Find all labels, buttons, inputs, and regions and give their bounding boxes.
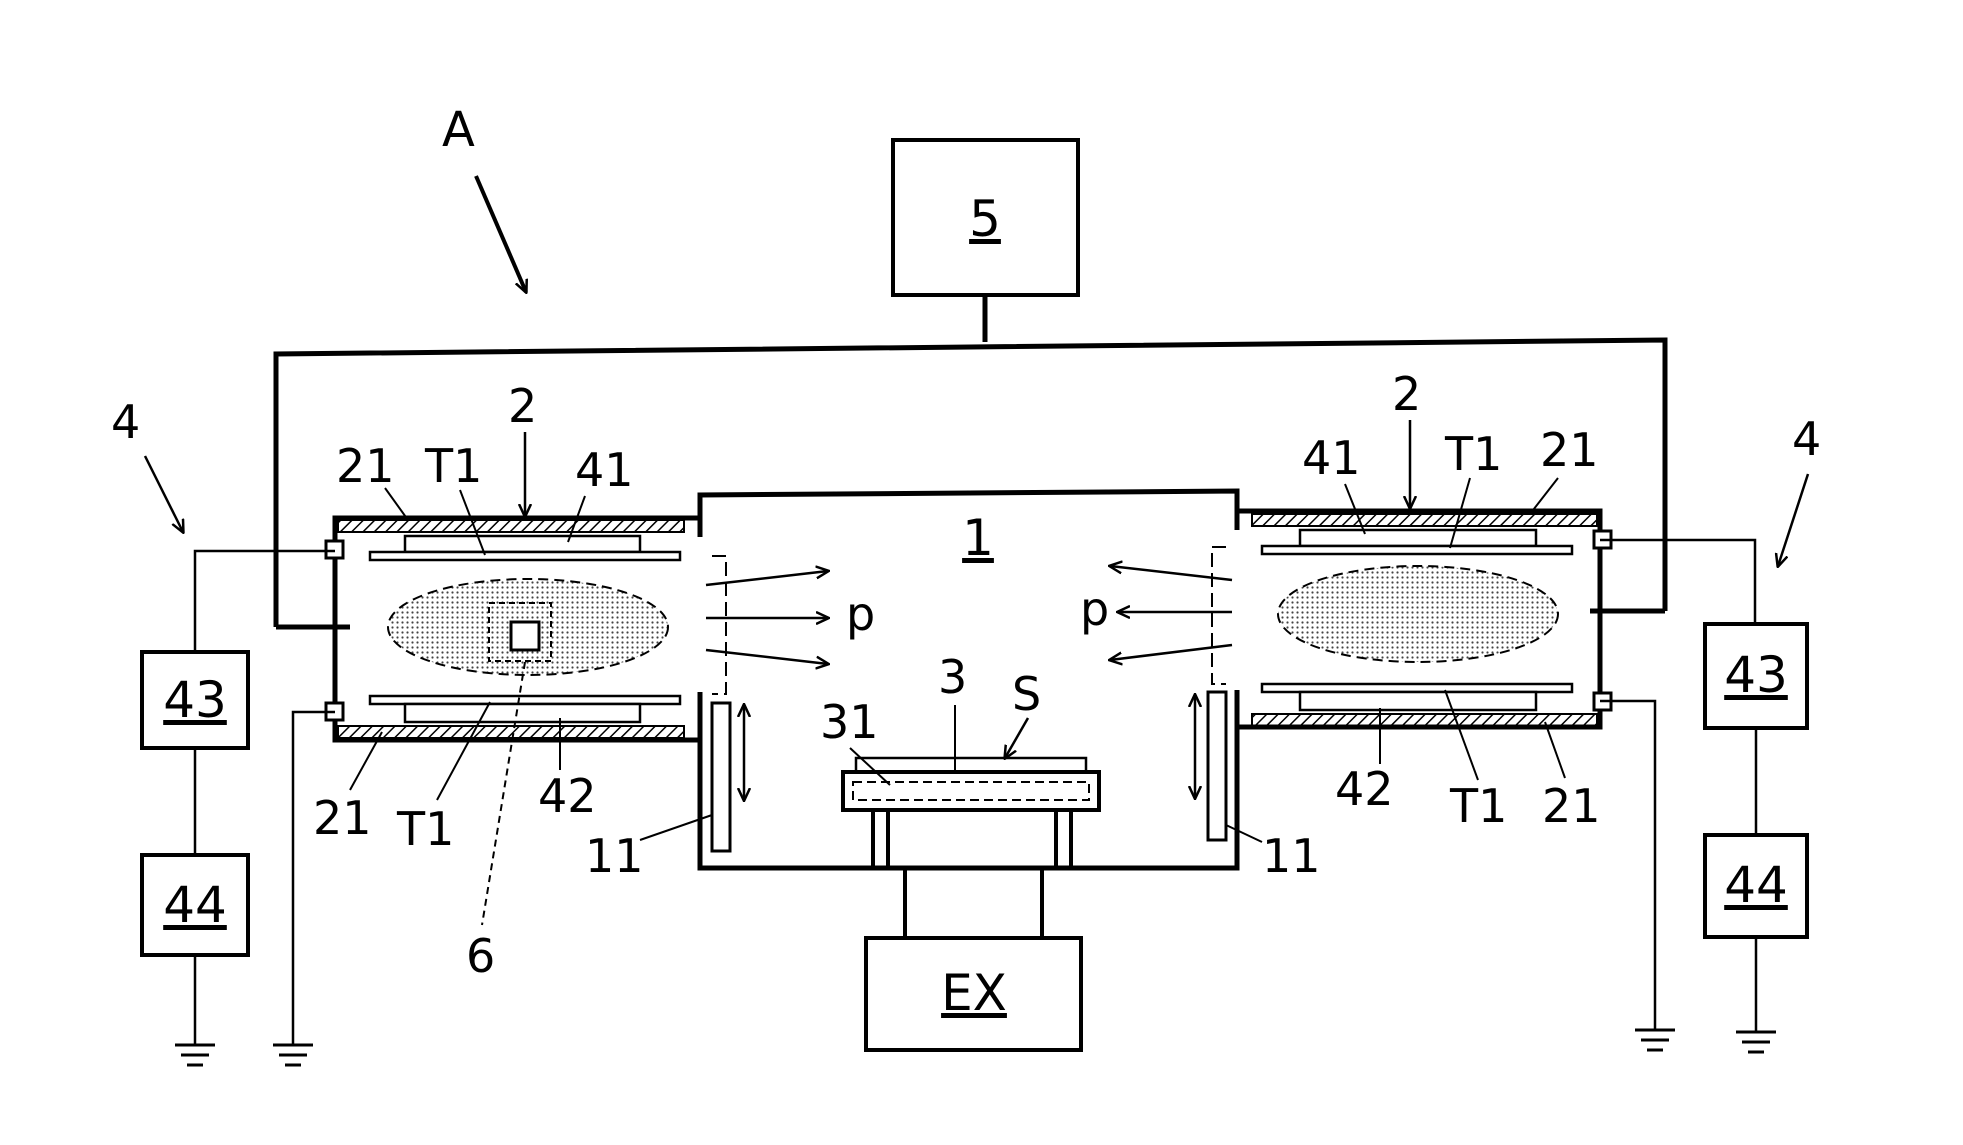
left-upper-target — [370, 552, 680, 560]
right-upper-magnet — [1300, 530, 1536, 546]
right-electrode-label-bottom: 21 — [1542, 779, 1601, 833]
left-upper-electrode — [338, 520, 684, 532]
right-upper-target — [1262, 546, 1572, 554]
left-electrode-leader-top — [385, 488, 408, 520]
right-electrode-leader-bottom — [1545, 722, 1565, 778]
left-upper-magnet-label: 41 — [575, 443, 634, 497]
left-plasma-chamber-label: 2 — [508, 379, 537, 433]
left-particle-arrow-1 — [706, 571, 828, 585]
left-shutter-label: 11 — [585, 829, 644, 883]
right-particle-arrow-3 — [1110, 645, 1232, 660]
right-upper-magnet-label: 41 — [1302, 431, 1361, 485]
left-shutter-guide — [712, 556, 726, 694]
right-shutter-guide — [1212, 547, 1226, 684]
right-chamber-ground-wire — [1600, 701, 1655, 1030]
right-antenna-unit-leader — [1778, 474, 1808, 566]
left-shutter — [712, 703, 730, 851]
heater-label: 31 — [820, 695, 879, 749]
right-chamber-ground-icon — [1635, 1030, 1675, 1050]
right-shutter-label: 11 — [1262, 829, 1321, 883]
left-target-label-bottom: T1 — [396, 802, 454, 856]
right-lower-magnet — [1300, 692, 1536, 710]
right-shutter-leader — [1226, 825, 1262, 842]
probe-sensor — [511, 622, 539, 650]
left-antenna-unit-label: 4 — [111, 395, 140, 449]
right-electrode-label-top: 21 — [1540, 423, 1599, 477]
apparatus-label: A — [442, 102, 475, 158]
left-feed-wire — [195, 551, 335, 652]
exhaust-label: EX — [941, 964, 1007, 1022]
right-target-label-top: T1 — [1444, 427, 1502, 481]
left-target-label-top: T1 — [424, 439, 482, 493]
left-particle-arrow-3 — [706, 650, 828, 664]
substrate-label: S — [1012, 667, 1041, 721]
left-chamber-ground-icon — [273, 1045, 313, 1065]
right-target-label-bottom: T1 — [1449, 779, 1507, 833]
left-connector-top — [326, 541, 343, 558]
right-particles-label: p — [1080, 582, 1109, 636]
left-rf-source-label: 44 — [163, 876, 227, 934]
probe-label: 6 — [466, 929, 495, 983]
right-antenna-unit-label: 4 — [1792, 412, 1821, 466]
right-shutter — [1208, 692, 1226, 840]
left-particles-label: p — [846, 587, 875, 641]
power-supply-label: 5 — [969, 190, 1001, 248]
right-lower-magnet-label: 42 — [1335, 762, 1394, 816]
substrate-leader — [1005, 718, 1028, 758]
right-source-ground-icon — [1736, 1032, 1776, 1052]
right-particle-arrow-1 — [1110, 566, 1232, 580]
right-plasma-chamber-label: 2 — [1392, 367, 1421, 421]
left-source-ground-icon — [175, 1045, 215, 1065]
substrate — [856, 758, 1086, 772]
holder-label: 3 — [938, 650, 967, 704]
left-electrode-label-top: 21 — [336, 439, 395, 493]
right-plasma-cloud — [1278, 566, 1558, 662]
left-upper-magnet — [405, 536, 640, 552]
left-lower-magnet — [405, 704, 640, 722]
right-matching-box-label: 43 — [1724, 646, 1788, 704]
left-chamber-ground-wire — [293, 712, 335, 1045]
apparatus-arrow — [476, 176, 526, 292]
left-lower-magnet-label: 42 — [538, 769, 597, 823]
left-antenna-unit-leader — [145, 456, 183, 532]
left-lower-electrode — [338, 726, 684, 738]
left-matching-box-label: 43 — [163, 671, 227, 729]
left-electrode-label-bottom: 21 — [313, 791, 372, 845]
right-upper-electrode — [1252, 514, 1597, 526]
chamber-label: 1 — [962, 509, 994, 567]
right-rf-source-label: 44 — [1724, 856, 1788, 914]
